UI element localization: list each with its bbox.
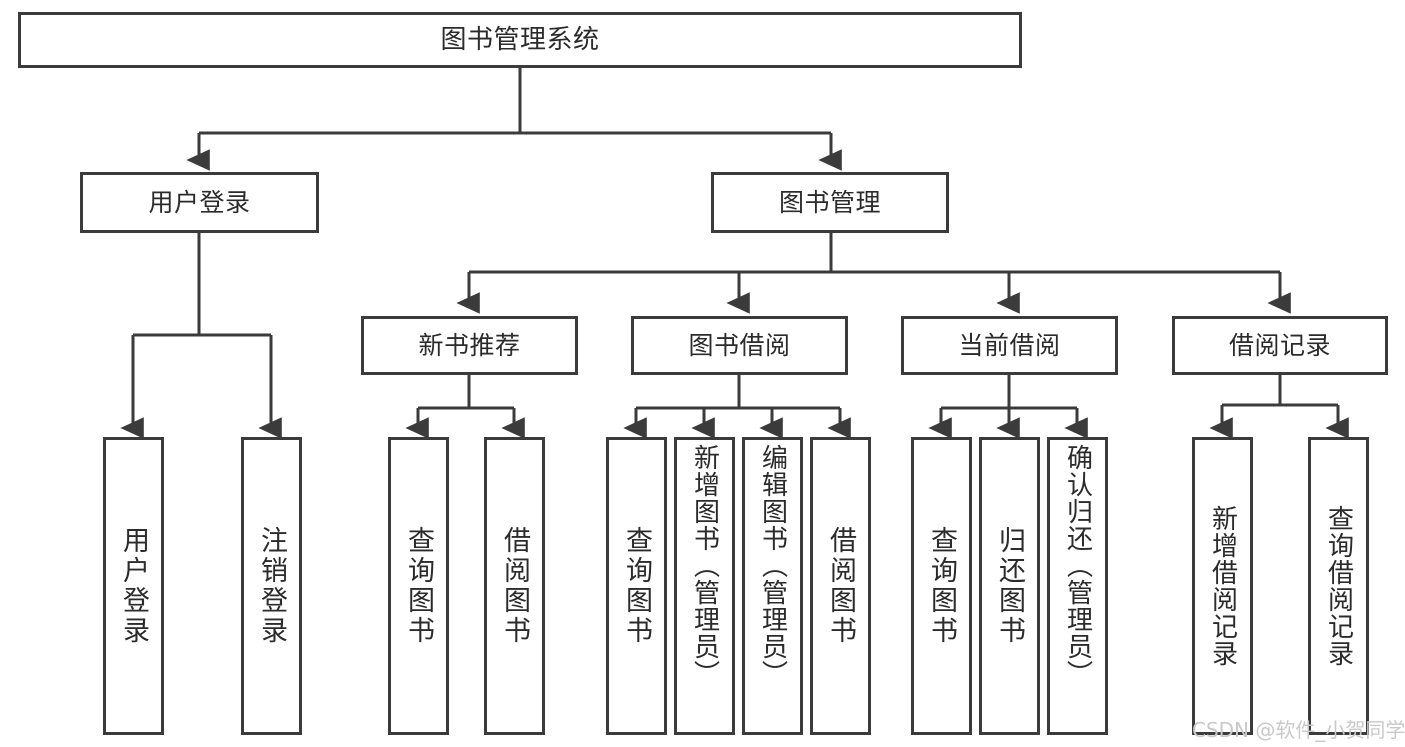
node-user-login[interactable]: 用户登录 <box>80 172 319 233</box>
leaf-query-book-2-label: 查询图书 <box>621 526 652 646</box>
leaf-user-logout-label: 注销登录 <box>256 526 287 646</box>
node-root[interactable]: 图书管理系统 <box>18 12 1022 68</box>
leaf-query-book-2[interactable]: 查询图书 <box>606 437 667 735</box>
leaf-borrow-book-1-label: 借阅图书 <box>499 526 530 646</box>
leaf-add-record-label: 新增借阅记录 <box>1207 505 1238 667</box>
node-book-manage[interactable]: 图书管理 <box>711 172 949 233</box>
leaf-query-book-3-label: 查询图书 <box>926 526 957 646</box>
leaf-confirm-return[interactable]: 确认归还（管理员） <box>1047 437 1108 735</box>
leaf-query-book-1-label: 查询图书 <box>403 526 434 646</box>
node-new-book-recommend-label: 新书推荐 <box>418 330 521 360</box>
leaf-borrow-book-1[interactable]: 借阅图书 <box>484 437 545 735</box>
node-new-book-recommend[interactable]: 新书推荐 <box>361 316 578 375</box>
leaf-add-book-label: 新增图书（管理员） <box>689 444 720 687</box>
leaf-query-book-3[interactable]: 查询图书 <box>911 437 972 735</box>
leaf-borrow-book-2[interactable]: 借阅图书 <box>810 437 871 735</box>
csdn-watermark: CSDN @软件_小贺同学 <box>1192 718 1405 742</box>
leaf-edit-book[interactable]: 编辑图书（管理员） <box>742 437 803 735</box>
node-book-borrow[interactable]: 图书借阅 <box>631 316 848 375</box>
node-book-manage-label: 图书管理 <box>778 187 881 217</box>
node-borrow-record[interactable]: 借阅记录 <box>1172 316 1388 375</box>
node-borrow-record-label: 借阅记录 <box>1228 330 1331 360</box>
leaf-query-record[interactable]: 查询借阅记录 <box>1308 437 1369 735</box>
leaf-confirm-return-label: 确认归还（管理员） <box>1062 444 1093 687</box>
leaf-user-logout[interactable]: 注销登录 <box>241 437 302 735</box>
node-root-label: 图书管理系统 <box>440 24 600 55</box>
leaf-user-login[interactable]: 用户登录 <box>103 437 164 735</box>
leaf-query-record-label: 查询借阅记录 <box>1323 505 1354 667</box>
leaf-return-book-label: 归还图书 <box>994 526 1025 646</box>
node-current-borrow-label: 当前借阅 <box>958 330 1061 360</box>
leaf-edit-book-label: 编辑图书（管理员） <box>757 444 788 687</box>
leaf-borrow-book-2-label: 借阅图书 <box>825 526 856 646</box>
leaf-query-book-1[interactable]: 查询图书 <box>388 437 449 735</box>
leaf-return-book[interactable]: 归还图书 <box>979 437 1040 735</box>
node-book-borrow-label: 图书借阅 <box>688 330 791 360</box>
node-user-login-label: 用户登录 <box>148 187 251 217</box>
leaf-add-book[interactable]: 新增图书（管理员） <box>674 437 735 735</box>
leaf-user-login-label: 用户登录 <box>118 526 149 646</box>
node-current-borrow[interactable]: 当前借阅 <box>901 316 1118 375</box>
leaf-add-record[interactable]: 新增借阅记录 <box>1192 437 1253 735</box>
